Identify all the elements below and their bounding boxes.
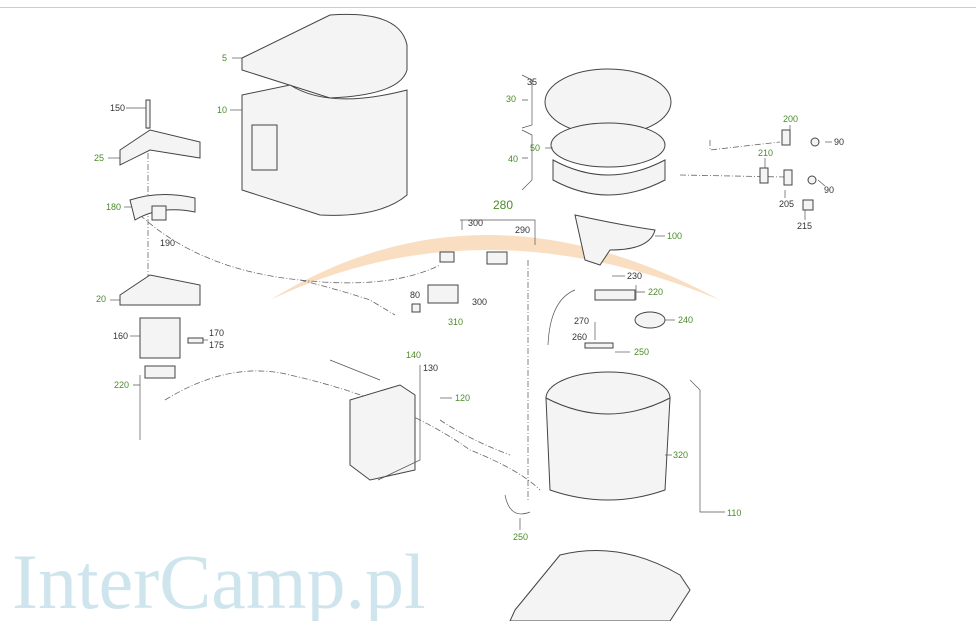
callout-20: 20 xyxy=(96,294,106,304)
part-fuse xyxy=(187,337,204,344)
part-control-base xyxy=(119,274,201,306)
callout-100: 100 xyxy=(667,231,682,241)
callout-205: 205 xyxy=(779,199,794,209)
callout-labels: 5 10 150 25 180 190 20 160 170 175 220 3… xyxy=(94,53,844,542)
callout-80: 80 xyxy=(410,290,420,300)
part-clip xyxy=(783,169,793,186)
callout-90: 90 xyxy=(834,137,844,147)
part-clip xyxy=(781,129,791,146)
part-combustion-chamber xyxy=(545,397,671,501)
part-wires xyxy=(547,289,576,346)
part-gas-valve-box xyxy=(349,384,416,481)
part-burner xyxy=(634,311,666,329)
part-nozzle xyxy=(439,251,455,263)
callout-25: 25 xyxy=(94,153,104,163)
part-deflector xyxy=(574,214,656,266)
callout-270: 270 xyxy=(574,316,589,326)
callout-130: 130 xyxy=(423,363,438,373)
callout-250b: 250 xyxy=(513,532,528,542)
callout-120: 120 xyxy=(455,393,470,403)
connection-line xyxy=(679,174,786,178)
callout-40: 40 xyxy=(508,154,518,164)
callout-160: 160 xyxy=(113,331,128,341)
callout-250: 250 xyxy=(634,347,649,357)
part-washer xyxy=(810,137,820,147)
part-circuit-board xyxy=(139,317,181,359)
callout-35: 35 xyxy=(527,77,537,87)
callout-240: 240 xyxy=(678,315,693,325)
callout-140: 140 xyxy=(406,350,421,360)
callout-180: 180 xyxy=(106,202,121,212)
callout-220: 220 xyxy=(114,380,129,390)
callout-280: 280 xyxy=(493,198,513,212)
connection-line xyxy=(439,419,511,456)
callout-215: 215 xyxy=(797,221,812,231)
watermark-swoosh xyxy=(270,235,720,300)
part-injector xyxy=(486,251,508,265)
callout-170: 170 xyxy=(209,328,224,338)
part-seal-ring xyxy=(550,122,666,168)
callout-110: 110 xyxy=(727,508,741,518)
part-connector xyxy=(144,365,176,379)
callout-210: 210 xyxy=(758,148,773,158)
callout-310: 310 xyxy=(448,317,463,327)
callout-90b: 90 xyxy=(824,185,834,195)
part-bracket xyxy=(119,129,201,166)
part-heat-exchanger-top xyxy=(552,159,666,196)
part-thermocouple-rod xyxy=(329,359,381,381)
part-outer-casing xyxy=(241,84,408,216)
part-burner-bracket xyxy=(594,289,636,301)
connection-line xyxy=(139,214,441,284)
connection-line xyxy=(709,140,781,151)
top-border xyxy=(0,7,976,8)
callout-10: 10 xyxy=(217,105,227,115)
callout-300: 300 xyxy=(468,218,483,228)
part-plate xyxy=(802,199,814,211)
callout-5: 5 xyxy=(222,53,227,63)
callout-230: 230 xyxy=(627,271,642,281)
callout-50: 50 xyxy=(530,143,540,153)
part-holder xyxy=(427,284,459,304)
callout-150: 150 xyxy=(110,103,125,113)
part-switch xyxy=(151,205,167,221)
callout-190: 190 xyxy=(160,238,175,248)
part-thermocouple-250 xyxy=(504,494,531,515)
casing-window xyxy=(251,124,278,171)
watermark-text: InterCamp.pl xyxy=(12,538,426,621)
part-top-lid xyxy=(241,13,408,99)
part-nut xyxy=(411,303,421,313)
callout-260: 260 xyxy=(572,332,587,342)
callout-220b: 220 xyxy=(648,287,663,297)
callout-290: 290 xyxy=(515,225,530,235)
leader-lines xyxy=(108,57,832,530)
callout-300b: 300 xyxy=(472,297,487,307)
callout-175: 175 xyxy=(209,340,224,350)
part-washer xyxy=(807,175,817,185)
part-clip xyxy=(759,167,769,184)
part-base-frame xyxy=(509,550,691,621)
callout-320: 320 xyxy=(673,450,688,460)
part-screw xyxy=(145,99,151,129)
callout-200: 200 xyxy=(783,114,798,124)
callout-30: 30 xyxy=(506,94,516,104)
connection-line xyxy=(299,279,396,316)
part-electrode xyxy=(584,342,614,349)
